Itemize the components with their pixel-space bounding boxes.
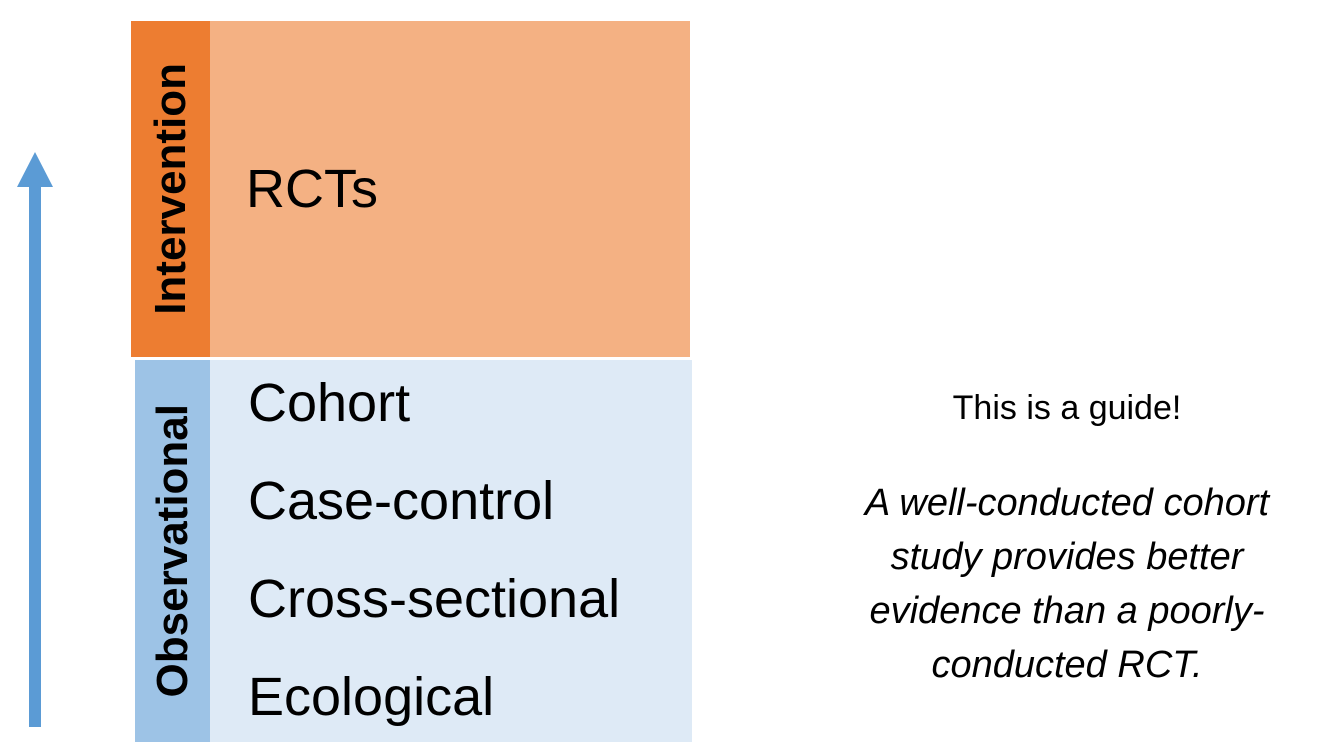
up-arrow-icon <box>17 152 53 727</box>
study-type-cross-sectional: Cross-sectional <box>248 568 621 629</box>
study-type-ecological: Ecological <box>248 666 495 727</box>
up-arrow-shaft <box>29 186 41 727</box>
up-arrow-head <box>17 152 53 187</box>
note-line: A well-conducted cohort <box>864 482 1270 524</box>
observational-body: Cohort Case-control Cross-sectional Ecol… <box>210 360 692 742</box>
observational-label: Observational <box>147 404 197 698</box>
note-body: A well-conducted cohort study provides b… <box>828 476 1306 692</box>
intervention-group: Intervention RCTs <box>131 21 690 357</box>
note-line: study provides better <box>890 536 1244 578</box>
intervention-label: Intervention <box>145 63 195 315</box>
note-line: evidence than a poorly- <box>869 590 1265 632</box>
note: This is a guide! A well-conducted cohort… <box>828 388 1306 692</box>
note-title: This is a guide! <box>952 389 1182 427</box>
observational-group: Observational Cohort Case-control Cross-… <box>135 360 692 742</box>
note-line: conducted RCT. <box>931 644 1203 686</box>
intervention-body: RCTs <box>210 21 690 357</box>
study-type-case-control: Case-control <box>248 470 555 531</box>
intervention-sidebar: Intervention <box>131 21 210 357</box>
observational-sidebar: Observational <box>135 360 210 742</box>
study-type-cohort: Cohort <box>248 373 411 433</box>
study-type-rcts: RCTs <box>246 158 378 219</box>
